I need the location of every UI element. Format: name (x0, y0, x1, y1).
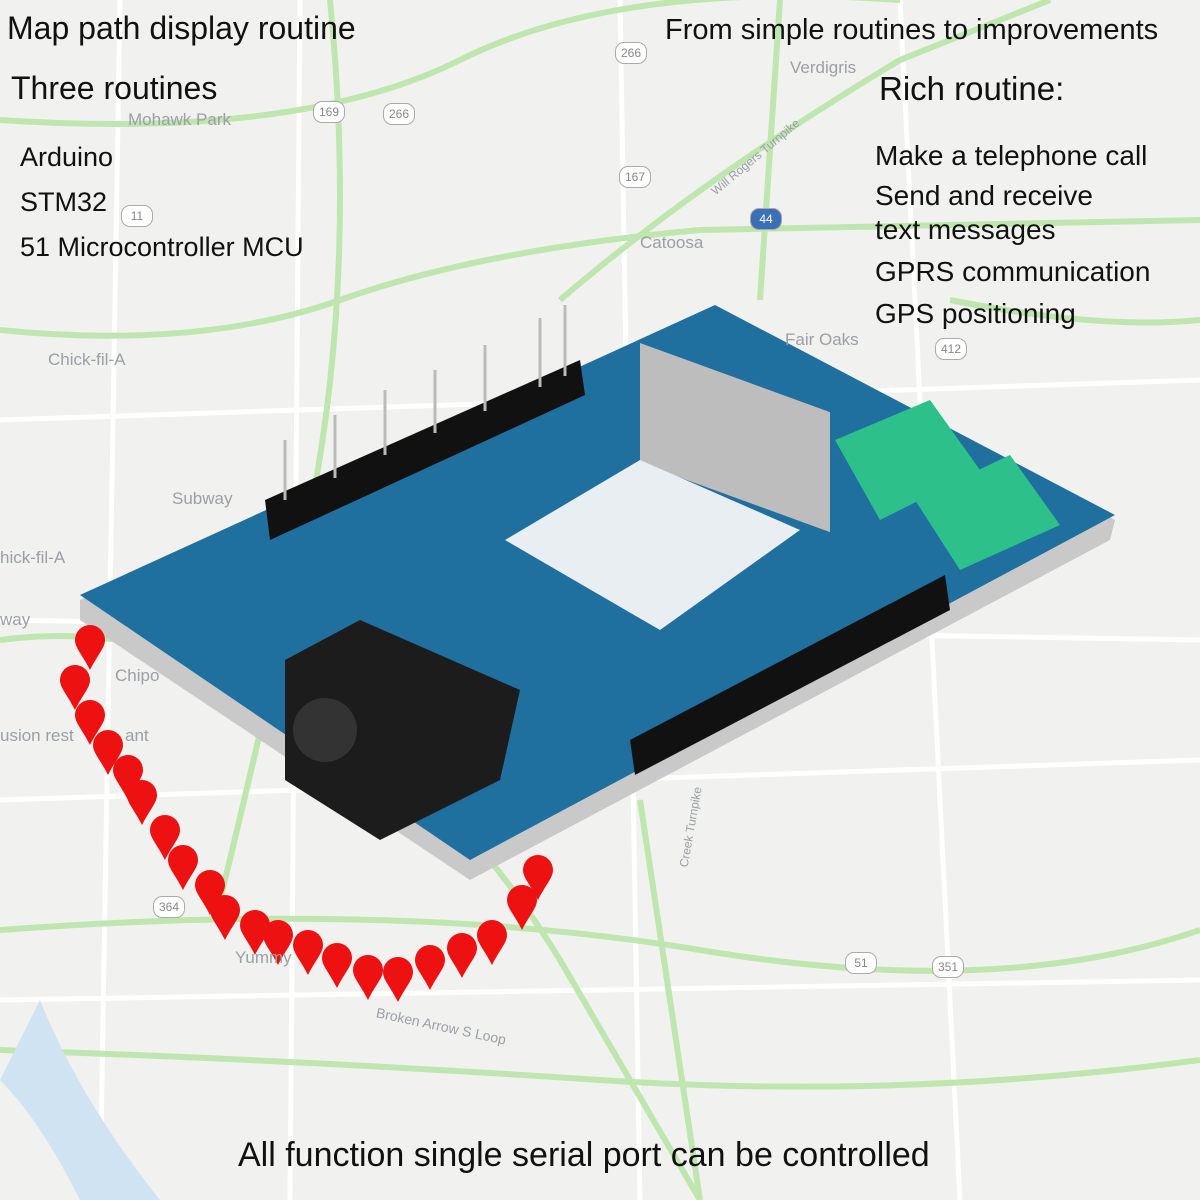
route-shield: 364 (153, 896, 185, 918)
route-pin-marker (353, 955, 383, 1000)
route-pin-marker (168, 845, 198, 890)
route-pin-marker (240, 910, 270, 955)
map-label: Fair Oaks (785, 330, 859, 349)
route-pin-marker (127, 780, 157, 825)
route-pin-marker (93, 730, 123, 775)
footer-caption: All function single serial port can be c… (238, 1136, 930, 1174)
right-title: From simple routines to improvements (665, 14, 1159, 46)
route-shield: 266 (615, 42, 647, 64)
gsm-gps-board (80, 305, 1115, 880)
routine-item: 51 Microcontroller MCU (20, 232, 304, 262)
map-label: Catoosa (640, 233, 704, 252)
route-shield: 266 (383, 103, 415, 125)
route-pin-marker (75, 700, 105, 745)
route-pin-marker (507, 885, 537, 930)
routine-item: Arduino (20, 142, 114, 172)
route-pin-marker (195, 870, 225, 915)
left-subtitle: Three routines (11, 70, 218, 106)
left-title: Map path display routine (7, 10, 356, 46)
route-pin-marker (75, 625, 105, 670)
route-shield: 11 (121, 205, 153, 227)
route-pin-marker (60, 665, 90, 710)
map-label: Verdigris (790, 58, 857, 77)
feature-item: Make a telephone call (875, 140, 1148, 171)
feature-item: GPRS communication (875, 256, 1151, 287)
map-label: way (0, 610, 31, 629)
map-label: ant (125, 726, 149, 745)
route-pin-marker (523, 855, 553, 900)
map-label: usion rest (0, 726, 74, 745)
route-pin-marker (263, 920, 293, 965)
route-shield: 169 (313, 101, 345, 123)
route-pin-marker (322, 943, 352, 988)
right-subtitle: Rich routine: (879, 70, 1065, 107)
feature-item: text messages (875, 214, 1056, 245)
route-pin-marker (293, 930, 323, 975)
route-shield: 412 (935, 338, 967, 360)
route-shield: 167 (619, 166, 651, 188)
route-shield: 351 (932, 956, 964, 978)
route-shield: 51 (845, 952, 877, 974)
map-label: Yummy (235, 948, 292, 967)
route-pin-marker (447, 933, 477, 978)
route-pin-marker (113, 755, 143, 800)
map-label: Chipo (115, 666, 160, 685)
map-label: Chick-fil-A (48, 350, 126, 369)
routine-item: STM32 (20, 187, 108, 217)
route-pin-marker (150, 815, 180, 860)
map-label: hick-fil-A (0, 548, 66, 567)
route-pin-marker (383, 957, 413, 1002)
map-label: Mohawk Park (128, 110, 231, 129)
map-label: Subway (172, 489, 233, 508)
route-shield: 44 (750, 208, 782, 230)
feature-item: Send and receive (875, 180, 1093, 211)
feature-item: GPS positioning (875, 298, 1076, 329)
route-pin-marker (477, 920, 507, 965)
route-pin-marker (209, 894, 240, 940)
route-pin-marker (415, 945, 445, 990)
